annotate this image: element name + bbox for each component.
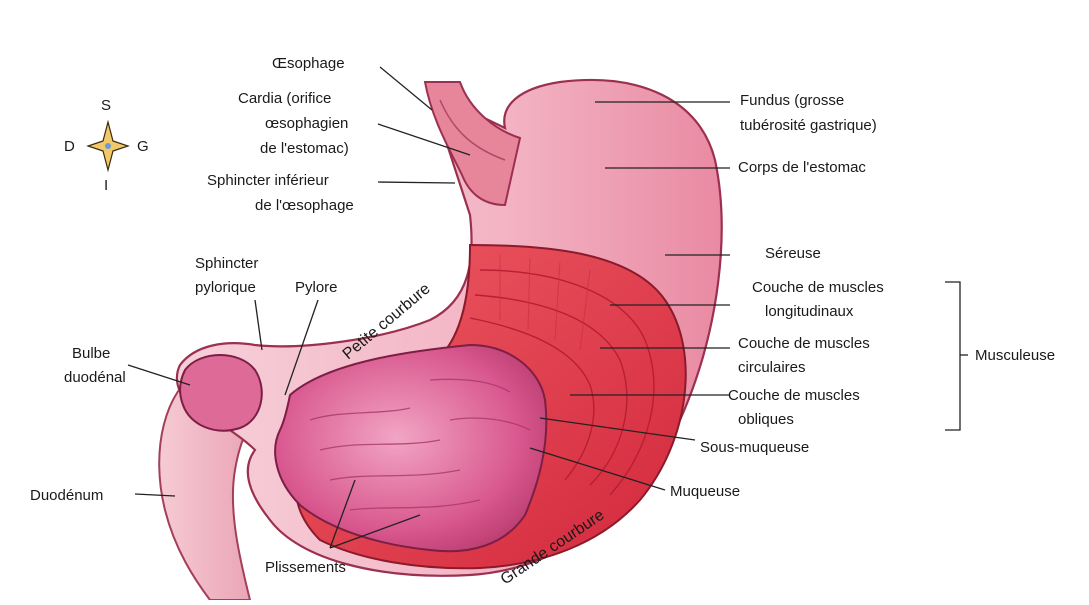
label-musculeuse: Musculeuse — [975, 347, 1055, 364]
compass-west: D — [64, 138, 75, 155]
label-sous-muqueuse: Sous-muqueuse — [700, 439, 809, 456]
label-circulaires-2: circulaires — [738, 359, 806, 376]
compass-east: G — [137, 138, 149, 155]
label-fundus-2: tubérosité gastrique) — [740, 117, 877, 134]
label-pylore: Pylore — [295, 279, 338, 296]
label-longitudinaux-2: longitudinaux — [765, 303, 854, 320]
label-obliques-2: obliques — [738, 411, 794, 428]
label-sphincter-inf-1: Sphincter inférieur — [207, 172, 329, 189]
oesophagus-shape — [425, 82, 520, 205]
label-bulbe-2: duodénal — [64, 369, 126, 386]
label-sereuse: Séreuse — [765, 245, 821, 262]
label-sphincter-inf-2: de l'œsophage — [255, 197, 354, 214]
label-plissements: Plissements — [265, 559, 346, 576]
label-longitudinaux-1: Couche de muscles — [752, 279, 884, 296]
label-obliques-1: Couche de muscles — [728, 387, 860, 404]
label-corps: Corps de l'estomac — [738, 159, 866, 176]
label-oesophage: Œsophage — [272, 55, 345, 72]
label-muqueuse: Muqueuse — [670, 483, 740, 500]
bulbe-shape — [180, 355, 262, 431]
label-cardia-3: de l'estomac) — [260, 140, 349, 157]
label-circulaires-1: Couche de muscles — [738, 335, 870, 352]
label-cardia-2: œsophagien — [265, 115, 348, 132]
label-bulbe-1: Bulbe — [72, 345, 110, 362]
compass-south: I — [104, 177, 108, 194]
label-fundus-1: Fundus (grosse — [740, 92, 844, 109]
label-sphincter-pyl-2: pylorique — [195, 279, 256, 296]
compass-rose: S D G I — [64, 97, 149, 194]
label-duodenum: Duodénum — [30, 487, 103, 504]
label-cardia-1: Cardia (orifice — [238, 90, 331, 107]
compass-north: S — [101, 97, 111, 114]
label-sphincter-pyl-1: Sphincter — [195, 255, 258, 272]
